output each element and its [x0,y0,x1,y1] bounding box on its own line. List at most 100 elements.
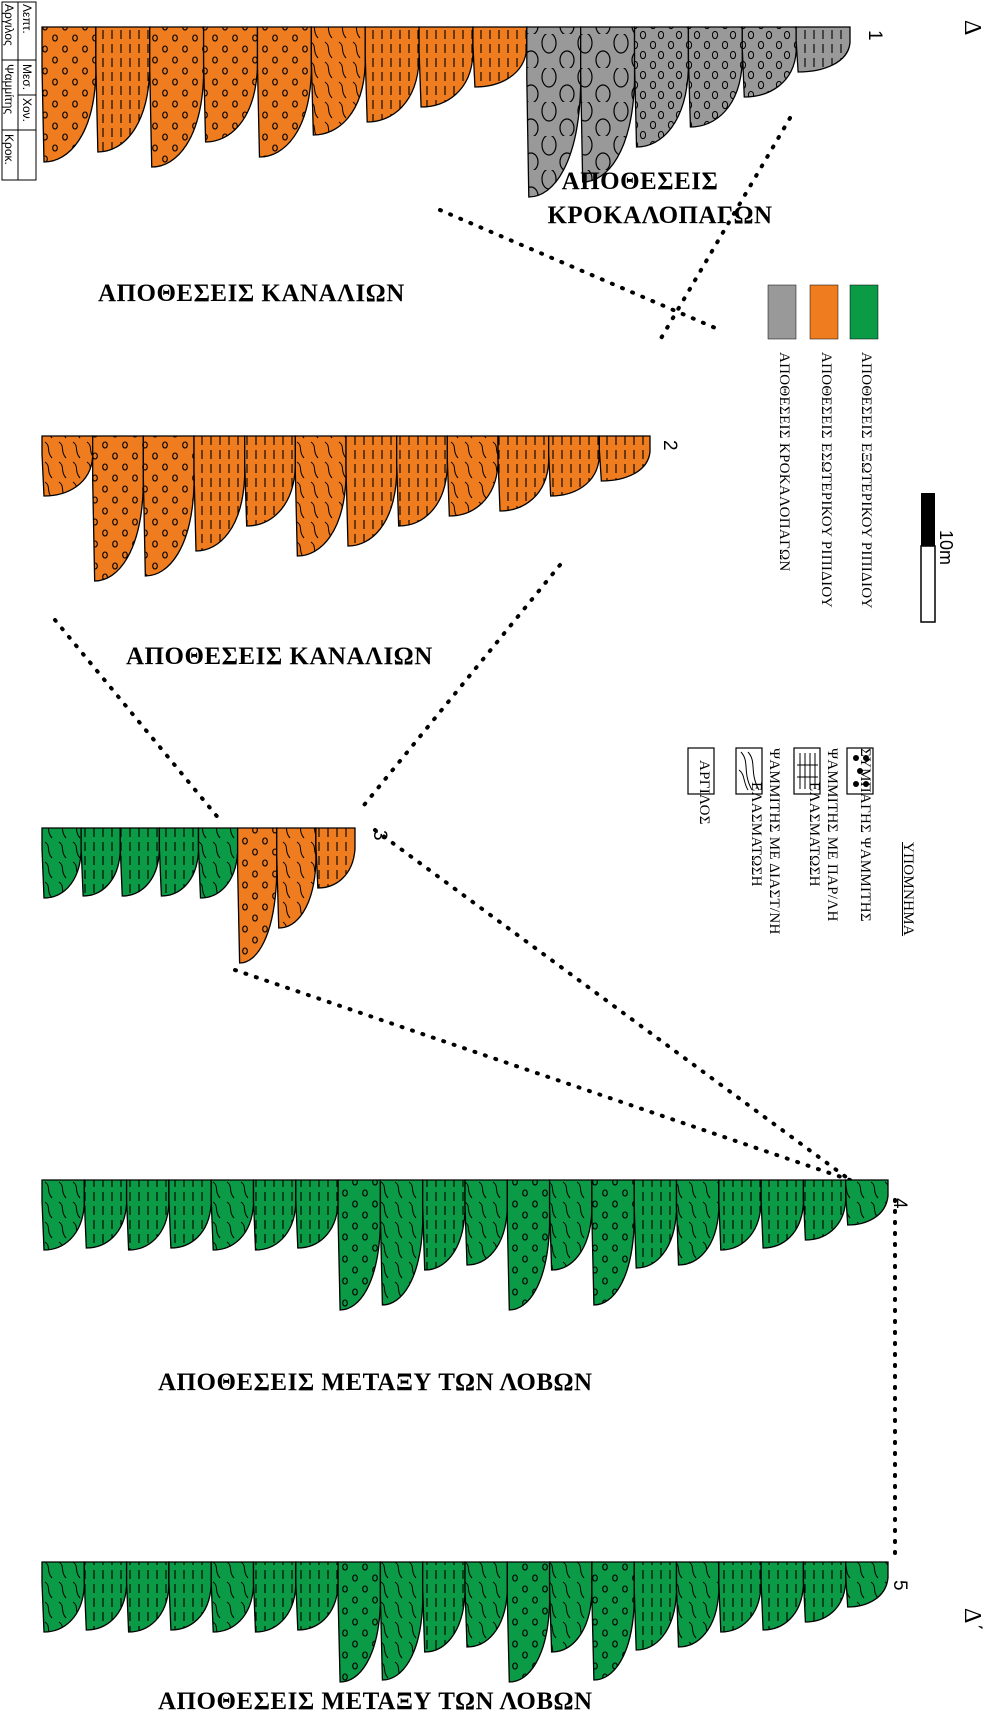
column-4-bed-18-texture [761,1180,804,1248]
grain-fine-label: Λεπτ. [20,4,34,34]
lithology-clay-label: Αργιλος [2,4,16,46]
section-end-label: Δ΄ [959,1608,985,1632]
scale-bar-label: 10m [936,530,956,566]
column-4-bed-9-texture [380,1180,423,1305]
column-2-bed-1-texture [42,436,93,496]
column-5-bed-10-texture [422,1562,465,1652]
column-1-bed-8-texture [419,27,473,107]
inner-fan-swatch [809,284,839,340]
column-5-bed-14-texture [591,1562,635,1680]
column-4-bed-15-texture [634,1180,677,1268]
column-4-bed-7-texture [295,1180,339,1248]
legend-title: ΥΠΟΜΝΗΜΑ [900,842,916,937]
column-1-bed-3-texture [149,27,204,167]
column-number-2: 2 [659,440,680,451]
section-start-label: Δ [959,20,985,36]
column-number-5: 5 [889,1580,910,1591]
column-1-bed-7-texture [365,27,420,122]
outer-fan-swatch [849,284,879,340]
column-5-bed-5-texture [211,1562,254,1632]
column-5-bed-20-texture [845,1562,888,1607]
column-2-bed-11-texture [548,436,600,496]
legend-inner-fan-label: ΑΠΟΘΕΣΕΙΣ ΕΣΩΤΕΡΙΚΟΥ ΡΙΠΙΔΙΟΥ [818,352,834,608]
column-5-bed-19-texture [803,1562,846,1622]
column-4-bed-16-texture [676,1180,719,1265]
column-1-bed-11-texture [580,27,635,182]
color-legend [767,284,879,340]
column-3-bed-2-texture [81,828,121,896]
column-4-bed-11-texture [465,1180,508,1265]
legend-conglomerate-label: ΑΠΟΘΕΣΕΙΣ ΚΡΟΚΑΛΟΠΑΓΩΝ [776,352,792,572]
column-number-4: 4 [889,1198,910,1209]
column-number-1: 1 [864,30,885,41]
column-5-bed-3-texture [126,1562,169,1632]
column-1-bed-15-texture [796,27,850,72]
legend-outer-fan-label: ΑΠΟΘΕΣΕΙΣ ΕΞΩΤΕΡΙΚΟΥ ΡΙΠΙΔΙΟΥ [858,352,874,609]
channel-deposits-label-lower: ΑΠΟΘΕΣΕΙΣ ΚΑΝΑΛΙΩΝ [126,643,433,670]
column-5-bed-13-texture [549,1562,592,1652]
channel-deposits-label-upper: ΑΠΟΘΕΣΕΙΣ ΚΑΝΑΛΙΩΝ [98,280,405,307]
column-5-bed-6-texture [253,1562,296,1632]
column-5-bed-17-texture [718,1562,762,1632]
column-5-bed-18-texture [761,1562,804,1630]
column-3-bed-8-texture [315,828,355,888]
legend-item-cross-line1: ΨΑΜΜΙΤΗΣ ΜΕ ΔΙΑΣΤ/ΝΗ [766,748,782,935]
column-1-bed-6-texture [311,27,366,135]
column-4-bed-5-texture [211,1180,254,1250]
column-1-bed-4-texture [203,27,258,142]
conglomerate-swatch [767,284,797,340]
column-5-bed-9-texture [380,1562,423,1680]
column-4-bed-19-texture [803,1180,846,1240]
legend-item-compact-sandstone: ΣΥΜΠΑΓΗΣ ΨΑΜΜΙΤΗΣ [857,748,873,922]
column-1-bed-1-texture [42,27,96,162]
correlation-line-3-4a [373,828,852,1182]
column-2-bed-2-texture [92,436,144,581]
conglomerate-deposits-label-line1: ΑΠΟΘΕΣΕΙΣ [561,168,719,195]
column-4-bed-13-texture [549,1180,592,1270]
column-1-bed-14-texture [742,27,797,97]
column-1-bed-2-texture [95,27,150,152]
legend-item-parallel-line2: ΕΛΑΣΜΑΤΩΣΗ [806,782,822,887]
column-2-bed-10-texture [498,436,549,511]
column-1-bed-12-texture [634,27,689,147]
column-2-bed-3-texture [143,436,194,576]
column-2-bed-5-texture [244,436,296,526]
column-4-bed-12-texture [507,1180,550,1310]
column-4-bed-8-texture [338,1180,381,1310]
column-5-bed-4-texture [168,1562,212,1630]
column-3-bed-4-texture [159,828,199,896]
correlation-line-2-3b [53,618,222,822]
column-3-bed-6-texture [237,828,277,963]
column-1-bed-5-texture [257,27,312,157]
column-5-bed-1-texture [42,1562,85,1632]
parallel-lamination-symbol [793,747,821,795]
correlation-lines [53,116,897,1562]
column-5-bed-15-texture [634,1562,677,1650]
grain-size-header [1,1,37,181]
column-3-bed-5-texture [198,828,238,898]
column-4-bed-6-texture [253,1180,296,1250]
legend-item-parallel-line1: ΨΑΜΜΙΤΗΣ ΜΕ ΠΑΡ/ΛΗ [824,748,840,922]
column-4-bed-20-texture [845,1180,888,1225]
column-4-bed-2-texture [84,1180,127,1248]
column-2-bed-8-texture [396,436,448,526]
column-4-bed-1-texture [42,1180,85,1250]
column-3-bed-3-texture [120,828,160,896]
column-2-bed-4-texture [194,436,245,551]
column-5-bed-8-texture [338,1562,381,1682]
conglomerate-deposits-label-line2: ΚΡΟΚΑΛΟΠΑΓΩΝ [547,202,773,229]
clay-symbol [687,747,715,795]
scale-bar [920,493,936,623]
column-3-bed-7-texture [276,828,316,928]
column-3-bed-1-texture [42,828,82,898]
symbol-legend [687,747,874,795]
column-1-bed-13-texture [688,27,743,127]
correlation-line-3-4b [233,968,852,1182]
correlation-line-1-2a [658,116,792,342]
interlobe-deposits-label-lower: ΑΠΟΘΕΣΕΙΣ ΜΕΤΑΞΥ ΤΩΝ ΛΟΒΩΝ [158,1688,593,1715]
grain-medium-label: Μεσ. [20,64,34,91]
column-number-3: 3 [369,830,390,841]
column-5-bed-11-texture [465,1562,508,1647]
